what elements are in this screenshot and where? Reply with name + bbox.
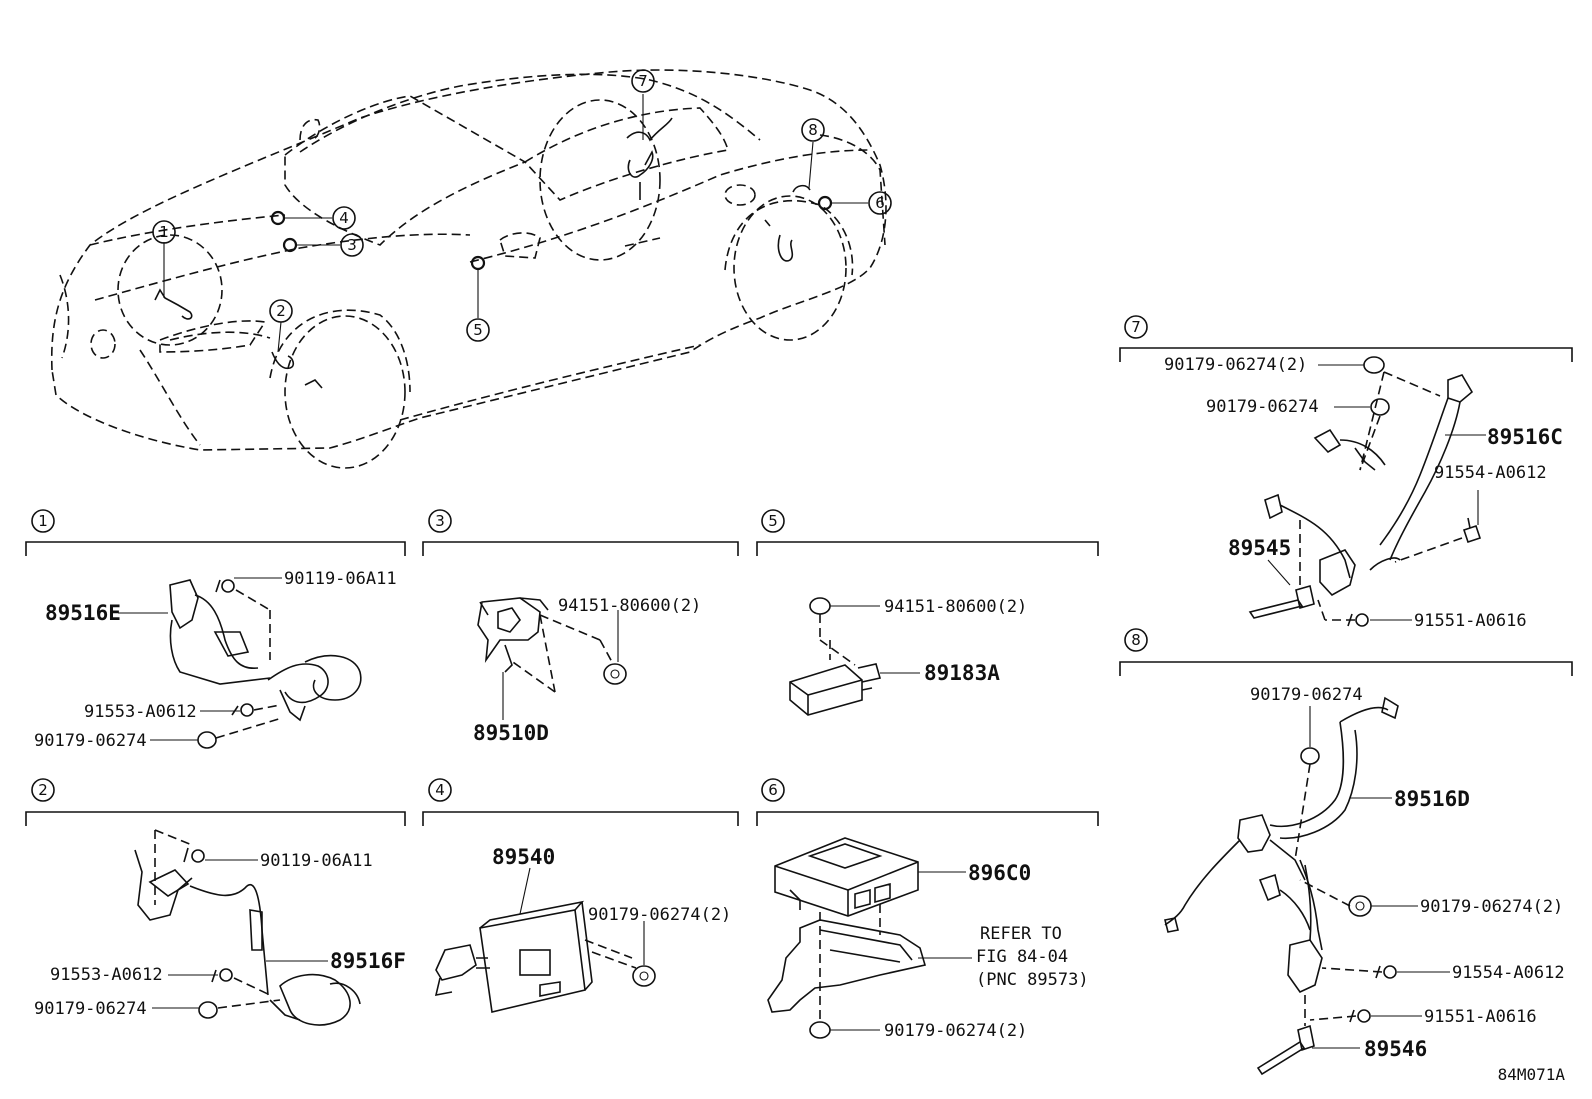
part-label-90179-06274-s6: 90179-06274(2) [884, 1021, 1027, 1041]
part-label-89516e: 89516E [45, 601, 121, 625]
part-label-94151-80600-s5: 94151-80600(2) [884, 597, 1027, 617]
part-label-91554-a0612-s7: 91554-A0612 [1434, 463, 1547, 483]
car-callout-7[interactable]: 7 [631, 69, 655, 93]
section-3: 3 94151-80600(2) 89510D [422, 509, 739, 745]
car-callout-6[interactable]: 6 [868, 191, 892, 215]
part-label-90179-06274-2-s7: 90179-06274(2) [1164, 355, 1307, 375]
part-label-89183a: 89183A [924, 661, 1000, 685]
part-label-89545: 89545 [1228, 536, 1291, 560]
section-5: 5 94151-80600(2) 89183A [756, 509, 1099, 716]
section-2: 2 90119-06A11 91553-A0612 89516F 90179-0… [25, 778, 406, 1026]
section-7-number: 7 [1131, 318, 1141, 336]
part-label-91551-a0616-s8: 91551-A0616 [1424, 1007, 1537, 1027]
section-6: 6 896C0 REFER TO FIG 84-04 (PNC 89573) 9… [756, 778, 1099, 1041]
part-label-90179-06274-s8: 90179-06274 [1250, 685, 1363, 705]
car-callout-2[interactable]: 2 [269, 299, 293, 323]
part-label-91553-a0612-s1: 91553-A0612 [84, 702, 197, 722]
part-label-91554-a0612-s8: 91554-A0612 [1452, 963, 1565, 983]
car-callout-3-number: 3 [347, 236, 357, 254]
figure-code: 84M071A [1498, 1065, 1566, 1084]
part-label-90179-06274-s2: 90179-06274 [34, 999, 147, 1019]
section-4: 4 89540 90179-06274(2) [422, 778, 739, 1013]
car-callout-1-number: 1 [159, 223, 169, 241]
part-label-89540: 89540 [492, 845, 555, 869]
part-label-90119-06a11-s1: 90119-06A11 [284, 569, 397, 589]
car-callout-8[interactable]: 8 [801, 118, 825, 142]
part-label-89510d: 89510D [473, 721, 549, 745]
part-label-90179-06274-s4: 90179-06274(2) [588, 905, 731, 925]
car-callout-4-number: 4 [339, 209, 349, 227]
part-label-91551-a0616-s7: 91551-A0616 [1414, 611, 1527, 631]
section-1: 1 90119-06A11 89516E 91553-A0612 90179-0… [25, 509, 406, 751]
part-label-91553-a0612-s2: 91553-A0612 [50, 965, 163, 985]
section-3-number: 3 [435, 512, 445, 530]
part-label-90179-06274-s1: 90179-06274 [34, 731, 147, 751]
section-7: 7 9017 [1119, 315, 1573, 631]
car-callout-5-number: 5 [473, 321, 483, 339]
section-5-number: 5 [768, 512, 778, 530]
refer-note-line-2: FIG 84-04 [976, 947, 1068, 967]
car-callout-2-number: 2 [276, 302, 286, 320]
part-label-89516c: 89516C [1487, 425, 1563, 449]
car-callout-1[interactable]: 1 [152, 220, 176, 244]
car-overview: 1 2 3 4 5 6 7 8 [50, 69, 892, 469]
part-label-89516d: 89516D [1394, 787, 1470, 811]
car-callout-7-number: 7 [638, 72, 648, 90]
car-callout-5[interactable]: 5 [466, 318, 490, 342]
part-label-90179-06274-s7: 90179-06274 [1206, 397, 1319, 417]
car-callout-8-number: 8 [808, 121, 818, 139]
part-label-94151-80600-s3: 94151-80600(2) [558, 596, 701, 616]
part-label-89516f: 89516F [330, 949, 406, 973]
refer-note-line-3: (PNC 89573) [976, 970, 1089, 990]
section-2-number: 2 [38, 781, 48, 799]
section-4-number: 4 [435, 781, 445, 799]
car-callout-6-number: 6 [875, 194, 885, 212]
part-label-90119-06a11-s2: 90119-06A11 [260, 851, 373, 871]
section-8-number: 8 [1131, 631, 1141, 649]
refer-note-line-1: REFER TO [980, 924, 1062, 944]
section-8: 8 [1119, 628, 1573, 1076]
section-6-number: 6 [768, 781, 778, 799]
part-label-89546: 89546 [1364, 1037, 1427, 1061]
part-label-896c0: 896C0 [968, 861, 1031, 885]
part-label-90179-06274-2-s8: 90179-06274(2) [1420, 897, 1563, 917]
section-1-number: 1 [38, 512, 48, 530]
car-callout-3[interactable]: 3 [340, 233, 364, 257]
car-callout-4[interactable]: 4 [332, 206, 356, 230]
